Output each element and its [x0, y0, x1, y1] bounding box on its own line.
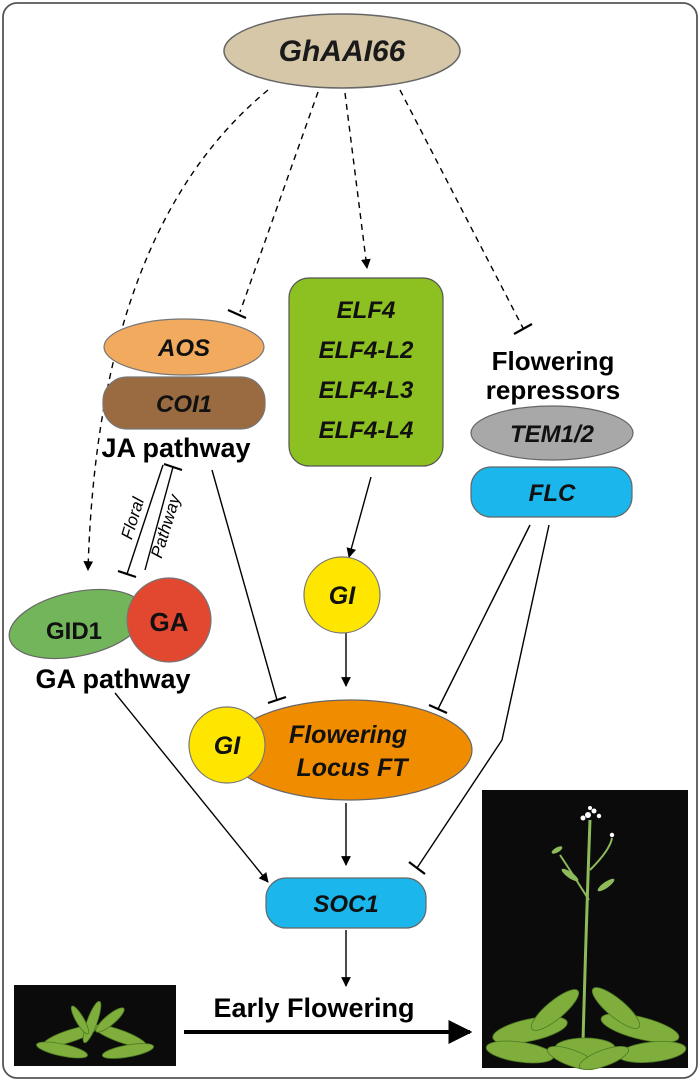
repressors-label-line2: repressors [486, 375, 620, 405]
inhibit-bar-ft-right [428, 703, 448, 715]
crosstalk-bar-ja [163, 462, 183, 472]
ft-gi-label: GI [214, 732, 241, 760]
root-node-shape [223, 13, 461, 89]
dashed-inhibit-root-to-ja [239, 91, 319, 313]
inhibit-bar-ft-left [267, 695, 287, 705]
ga-pathway-label: GA pathway [35, 664, 190, 694]
elf-node-shape [288, 277, 444, 467]
inhibit-flc-to-ft [437, 524, 531, 710]
inhibit-bar-repressors-top [513, 323, 533, 335]
repressors-label-line1: Flowering [492, 346, 615, 376]
after-plant-photo [482, 790, 688, 1071]
before-plant-photo [14, 985, 176, 1066]
ga-node-shape [126, 577, 212, 663]
inhibit-bar-soc1 [408, 861, 426, 875]
coi1-label: COI1 [156, 391, 212, 418]
arrow-elf-to-gi [346, 476, 372, 558]
elf4-l4-label: ELF4-L4 [319, 417, 414, 444]
inhibit-bar-ja-top [227, 308, 247, 320]
ft-gi-node-shape [188, 706, 266, 784]
aos-node-shape [103, 318, 265, 376]
early-flowering-label: Early Flowering [213, 993, 414, 1023]
elf4-label: ELF4 [337, 297, 396, 324]
tem-node-shape [470, 405, 634, 461]
crosstalk-bar-ga [117, 569, 137, 579]
flc-node-shape [470, 466, 633, 518]
coi1-node-shape [102, 376, 266, 430]
elf4-l3-label: ELF4-L3 [319, 377, 414, 404]
ja-pathway-label: JA pathway [101, 433, 250, 463]
dashed-inhibit-root-to-repressors [399, 89, 524, 329]
soc1-label: SOC1 [313, 891, 378, 918]
dashed-arrow-root-to-ga [83, 89, 269, 571]
connectors [83, 89, 550, 987]
crosstalk-line-ga-to-ja [144, 466, 174, 571]
aos-label: AOS [157, 335, 210, 362]
dashed-arrow-root-to-elf [344, 92, 371, 269]
gi-node-shape [303, 556, 381, 634]
inhibit-flc-to-soc1 [416, 524, 550, 869]
crosstalk-line-ja-to-ga [126, 464, 164, 575]
ga-label: GA [150, 607, 189, 637]
ft-label-line1: Flowering [289, 721, 407, 749]
inhibit-ja-to-ft [211, 469, 278, 701]
tem-label: TEM1/2 [510, 421, 595, 448]
root-node-label: GhAAI66 [279, 35, 406, 68]
flc-label: FLC [529, 480, 576, 507]
ft-label-line2: Locus FT [296, 754, 410, 782]
elf4-l2-label: ELF4-L2 [319, 337, 414, 364]
arrow-ga-to-soc1 [114, 692, 269, 883]
soc1-node-shape [265, 877, 427, 929]
gid1-label: GID1 [46, 618, 102, 645]
gi-label: GI [329, 582, 356, 610]
